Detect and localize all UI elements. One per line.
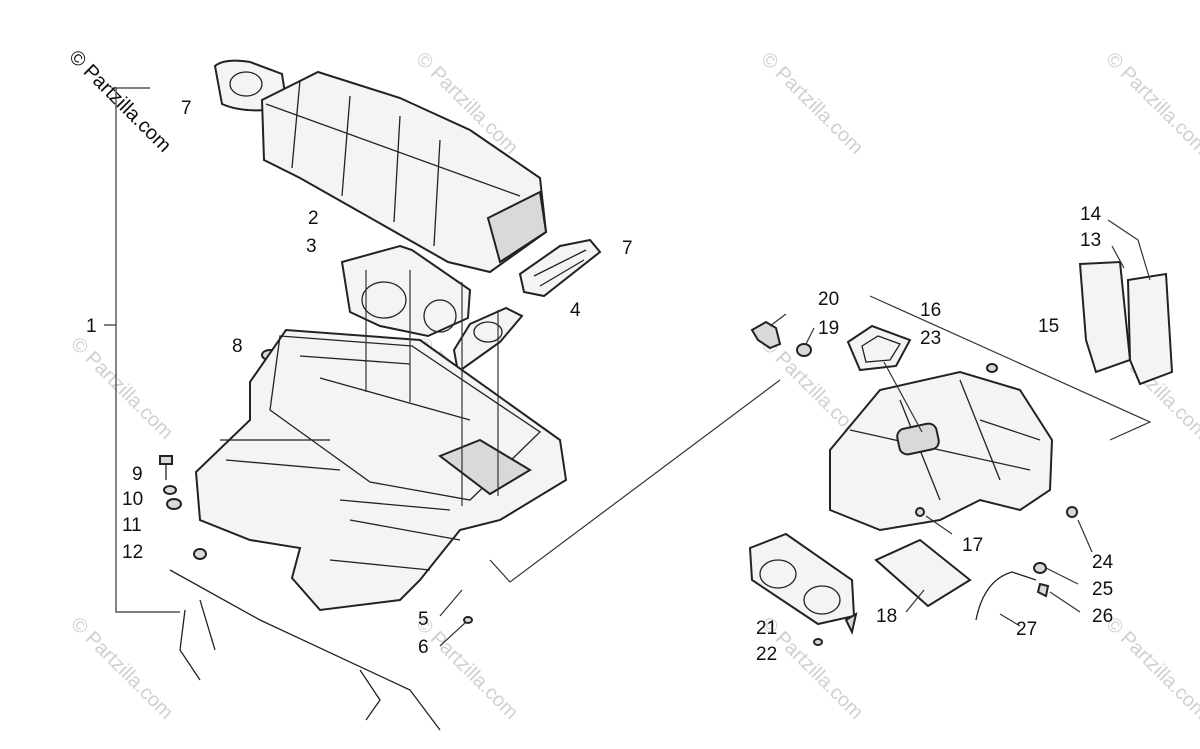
callout-12: 12 (122, 542, 143, 563)
part-7-seal-mesh (533, 249, 587, 287)
part-19-grommet (796, 343, 812, 357)
part-9-12-hardware (159, 455, 207, 560)
callout-9: 9 (132, 464, 143, 485)
chassis-frame (169, 569, 441, 731)
callout-10: 10 (122, 489, 143, 510)
part-17-screw (915, 507, 925, 517)
part-5-6-leaders (439, 589, 467, 647)
watermark: © Partzilla.com (1101, 48, 1200, 159)
part-7-seal-right (518, 238, 602, 298)
part-13-14-filters (1078, 219, 1174, 386)
callout-1: 1 (86, 316, 97, 337)
callout-15: 15 (1038, 316, 1059, 337)
part-18-pad (874, 538, 972, 608)
part-21-collar (748, 532, 856, 626)
callout-7-right: 7 (622, 238, 633, 259)
part-17-24-leaders (925, 515, 1093, 553)
callout-21: 21 (756, 618, 777, 639)
watermark: © Partzilla.com (756, 48, 867, 159)
part-24-screw (1066, 506, 1078, 518)
part-15-air-box-housing (829, 370, 1054, 532)
callout-6: 6 (418, 637, 429, 658)
callout-20: 20 (818, 289, 839, 310)
callout-25: 25 (1092, 579, 1113, 600)
part-22-screw (813, 638, 823, 646)
callout-18: 18 (876, 606, 897, 627)
part-6-screw (463, 616, 473, 624)
callout-13: 13 (1080, 230, 1101, 251)
callout-17: 17 (962, 535, 983, 556)
callout-4: 4 (570, 300, 581, 321)
part-25-fitting (1033, 562, 1047, 574)
part-3-boot (340, 244, 472, 338)
bracket-part-1 (104, 87, 180, 613)
callout-7-top: 7 (181, 98, 192, 119)
watermark-primary: © Partzilla.com (64, 46, 175, 157)
callout-5: 5 (418, 609, 429, 630)
callout-3: 3 (306, 236, 317, 257)
callout-2: 2 (308, 208, 319, 229)
part-18-leader (905, 589, 925, 613)
callout-14: 14 (1080, 204, 1102, 225)
callout-23: 23 (920, 328, 941, 349)
part-21-arrow (844, 611, 858, 635)
part-26-clip (1036, 582, 1050, 598)
part-7-seal-hole (229, 71, 263, 97)
part-19-20-leaders (769, 313, 815, 345)
part-20-elbow (750, 320, 782, 350)
callout-22: 22 (756, 644, 777, 665)
callout-24: 24 (1092, 552, 1114, 573)
connection-leader (489, 295, 1152, 583)
watermark: © Partzilla.com (66, 333, 177, 444)
part-23-screw (986, 363, 998, 373)
callout-16: 16 (920, 300, 941, 321)
part-2-intake-duct (260, 70, 548, 274)
callout-27: 27 (1016, 619, 1037, 640)
callout-26: 26 (1092, 606, 1113, 627)
part-27-hose (975, 571, 1037, 621)
part-16-gasket (846, 324, 923, 433)
callout-11: 11 (122, 515, 142, 536)
mounting-leaders-left (365, 270, 499, 506)
watermark: © Partzilla.com (1101, 613, 1200, 724)
air-box-base (194, 328, 568, 612)
watermark: © Partzilla.com (66, 613, 177, 724)
callout-19: 19 (818, 318, 839, 339)
callout-8: 8 (232, 336, 243, 357)
part-25-27-leaders (999, 567, 1081, 627)
